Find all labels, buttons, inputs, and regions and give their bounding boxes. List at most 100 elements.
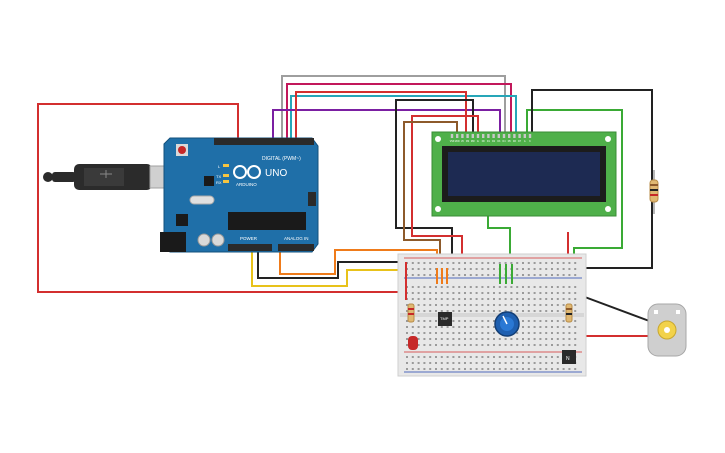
breadboard-hole[interactable] [545,298,548,300]
breadboard-hole[interactable] [469,274,472,276]
breadboard-hole[interactable] [498,356,501,358]
breadboard-hole[interactable] [556,338,559,340]
breadboard-hole[interactable] [562,286,565,288]
breadboard-hole[interactable] [568,326,571,328]
breadboard-hole[interactable] [568,368,571,370]
breadboard-hole[interactable] [481,362,484,364]
breadboard-hole[interactable] [487,274,490,276]
breadboard-hole[interactable] [527,320,530,322]
breadboard-hole[interactable] [504,304,507,306]
breadboard-hole[interactable] [464,356,466,358]
breadboard-hole[interactable] [498,298,501,300]
breadboard-hole[interactable] [522,262,524,264]
breadboard-hole[interactable] [435,332,437,334]
breadboard-hole[interactable] [446,356,449,358]
breadboard-hole[interactable] [539,298,542,300]
breadboard-hole[interactable] [522,368,524,370]
breadboard-hole[interactable] [411,262,414,264]
breadboard-hole[interactable] [452,274,455,276]
breadboard-hole[interactable] [406,320,408,322]
breadboard-hole[interactable] [469,286,472,288]
breadboard-hole[interactable] [533,304,536,306]
breadboard-hole[interactable] [487,298,490,300]
breadboard-hole[interactable] [527,326,530,328]
breadboard-hole[interactable] [551,368,553,370]
breadboard-hole[interactable] [475,368,478,370]
breadboard-hole[interactable] [406,368,408,370]
breadboard-hole[interactable] [574,368,577,370]
breadboard-hole[interactable] [446,304,449,306]
breadboard-hole[interactable] [533,262,536,264]
breadboard-hole[interactable] [475,338,478,340]
breadboard-hole[interactable] [551,332,553,334]
breadboard-hole[interactable] [527,362,530,364]
breadboard-hole[interactable] [516,268,519,270]
lcd-pin[interactable] [518,134,521,138]
breadboard-hole[interactable] [522,292,524,294]
breadboard-hole[interactable] [527,368,530,370]
breadboard-hole[interactable] [504,262,507,264]
lcd-pin[interactable] [523,134,526,138]
breadboard-hole[interactable] [562,274,565,276]
breadboard-hole[interactable] [475,320,478,322]
breadboard-hole[interactable] [469,310,472,312]
breadboard-hole[interactable] [440,310,443,312]
breadboard-hole[interactable] [411,274,414,276]
breadboard-hole[interactable] [522,286,524,288]
breadboard-hole[interactable] [440,286,443,288]
breadboard-hole[interactable] [545,292,548,294]
breadboard-hole[interactable] [574,262,577,264]
breadboard-hole[interactable] [481,320,484,322]
lcd-pin[interactable] [502,134,506,138]
breadboard-hole[interactable] [423,268,426,270]
breadboard-hole[interactable] [411,368,414,370]
breadboard-hole[interactable] [556,356,559,358]
breadboard-hole[interactable] [510,298,513,300]
breadboard-hole[interactable] [469,262,472,264]
breadboard-hole[interactable] [440,344,443,346]
breadboard-hole[interactable] [423,292,426,294]
breadboard-hole[interactable] [458,356,461,358]
breadboard-hole[interactable] [435,362,437,364]
breadboard-hole[interactable] [481,298,484,300]
breadboard-hole[interactable] [435,304,437,306]
breadboard-hole[interactable] [556,304,559,306]
breadboard-hole[interactable] [429,268,432,270]
breadboard-hole[interactable] [498,344,501,346]
breadboard-hole[interactable] [452,262,455,264]
breadboard-hole[interactable] [493,310,495,312]
lcd-pin[interactable] [482,134,485,138]
breadboard-hole[interactable] [464,262,466,264]
breadboard-hole[interactable] [574,274,577,276]
breadboard-hole[interactable] [551,292,553,294]
breadboard-hole[interactable] [568,274,571,276]
breadboard-hole[interactable] [446,310,449,312]
breadboard-hole[interactable] [516,310,519,312]
breadboard-hole[interactable] [458,268,461,270]
breadboard-hole[interactable] [440,368,443,370]
breadboard-hole[interactable] [562,268,565,270]
breadboard-hole[interactable] [458,368,461,370]
breadboard-hole[interactable] [481,268,484,270]
breadboard-hole[interactable] [493,274,495,276]
breadboard-hole[interactable] [406,338,408,340]
breadboard-hole[interactable] [475,262,478,264]
wire-magenta[interactable] [286,83,512,142]
breadboard-hole[interactable] [452,332,455,334]
breadboard-hole[interactable] [545,362,548,364]
breadboard-hole[interactable] [440,338,443,340]
breadboard-hole[interactable] [498,262,501,264]
breadboard-hole[interactable] [458,326,461,328]
breadboard-hole[interactable] [539,332,542,334]
breadboard-hole[interactable] [516,274,519,276]
breadboard-hole[interactable] [481,326,484,328]
breadboard-hole[interactable] [551,344,553,346]
breadboard-hole[interactable] [545,332,548,334]
breadboard-hole[interactable] [527,304,530,306]
breadboard-hole[interactable] [423,262,426,264]
breadboard-hole[interactable] [469,362,472,364]
breadboard-hole[interactable] [522,362,524,364]
breadboard-hole[interactable] [411,362,414,364]
breadboard-hole[interactable] [475,344,478,346]
breadboard-hole[interactable] [510,368,513,370]
